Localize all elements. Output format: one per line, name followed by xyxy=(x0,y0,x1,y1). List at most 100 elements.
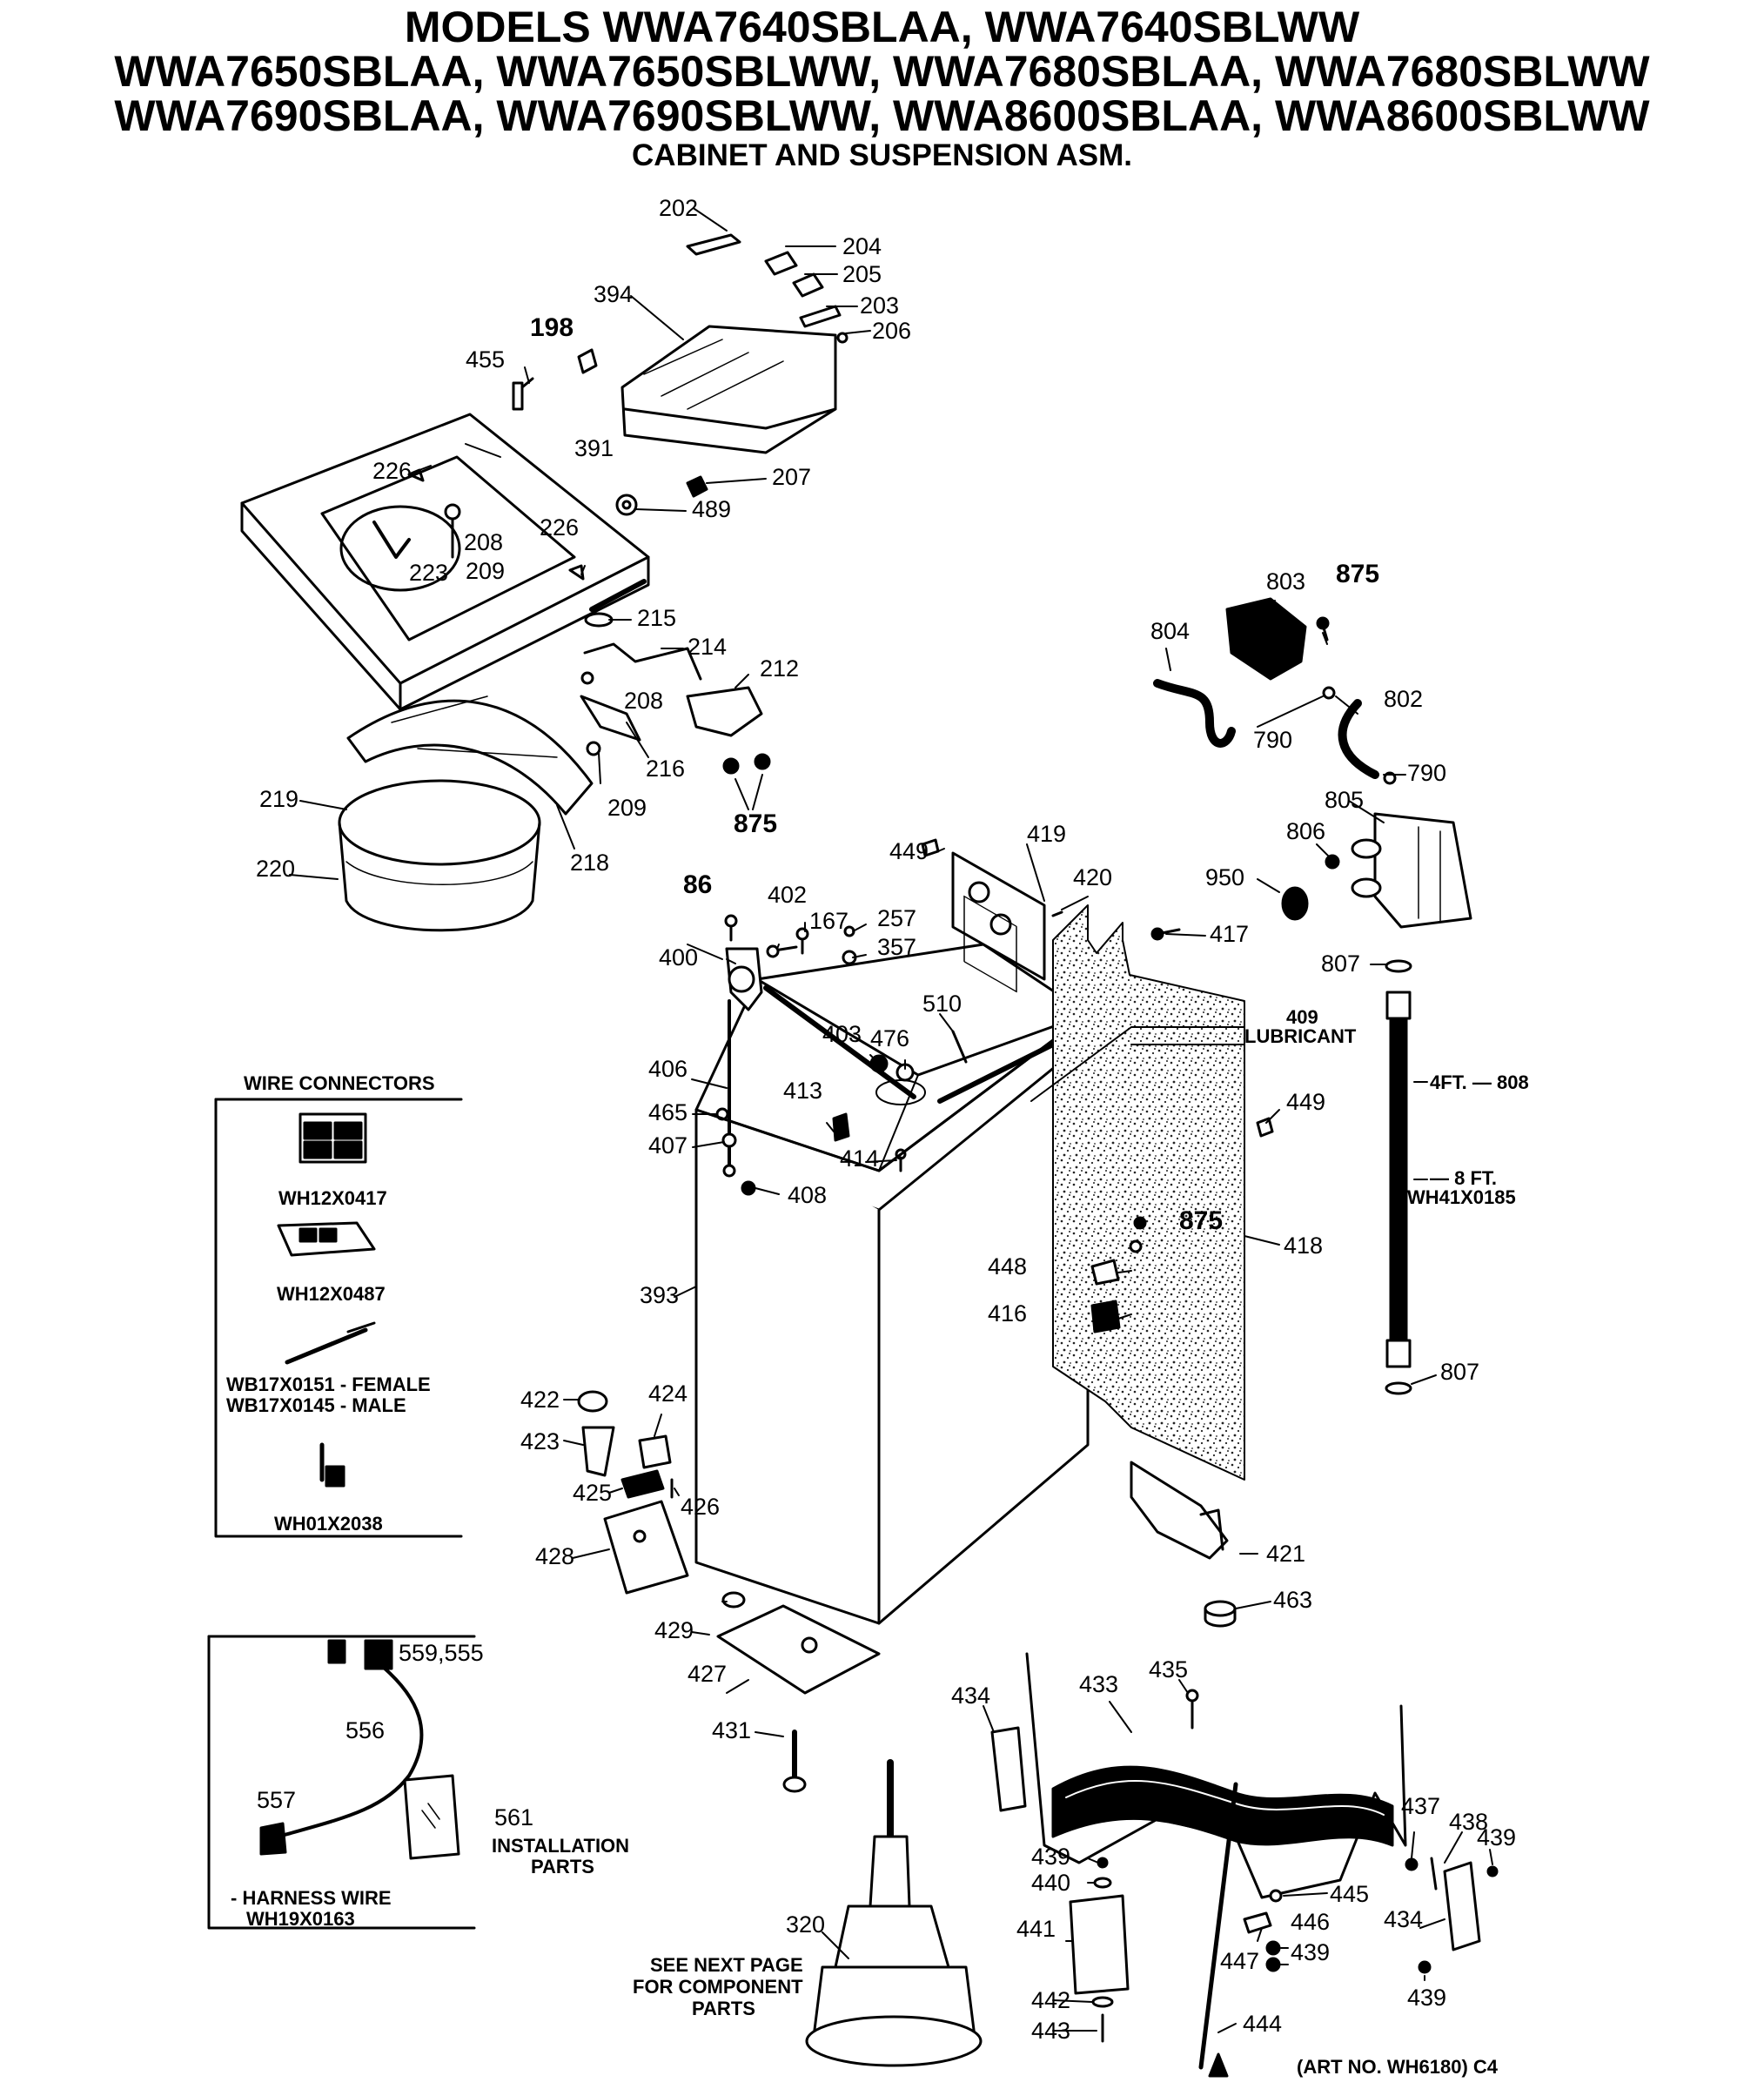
clip-198 xyxy=(577,348,598,374)
title-block: MODELS WWA7640SBLAA, WWA7640SBLWW WWA765… xyxy=(0,5,1764,171)
label-215: 215 xyxy=(637,605,677,631)
bracket-434b xyxy=(1443,1861,1481,1951)
wire-connectors-title: WIRE CONNECTORS xyxy=(244,1072,435,1094)
label-561: 561 xyxy=(494,1804,534,1830)
label-429: 429 xyxy=(654,1617,694,1643)
label-476: 476 xyxy=(870,1025,910,1051)
terminal-448 xyxy=(1090,1259,1120,1286)
harness-wire-label-2: WH19X0163 xyxy=(246,1908,355,1930)
connector-wb17x0145-label: WB17X0145 - MALE xyxy=(226,1394,406,1416)
see-next-line-1: SEE NEXT PAGE xyxy=(650,1954,803,1976)
label-431: 431 xyxy=(712,1717,752,1743)
cap-422 xyxy=(577,1390,608,1413)
bracket-455 xyxy=(512,377,534,411)
control-box-419 xyxy=(951,851,1046,993)
label-208b: 208 xyxy=(624,688,664,714)
label-408: 408 xyxy=(788,1182,828,1208)
leader-lines xyxy=(289,208,1493,2033)
label-559-555: 559,555 xyxy=(399,1640,484,1666)
label-437: 437 xyxy=(1401,1793,1441,1819)
connector-wh12x0417-icon xyxy=(298,1112,367,1164)
label-806: 806 xyxy=(1286,818,1326,844)
leader-409 xyxy=(1030,1026,1245,1102)
wire-214 xyxy=(583,642,702,681)
harness-box xyxy=(207,1635,476,1930)
label-403: 403 xyxy=(822,1021,862,1047)
bracket-423 xyxy=(581,1426,615,1477)
label-198: 198 xyxy=(530,313,574,342)
washer-465 xyxy=(715,1107,729,1121)
filter-950 xyxy=(1281,886,1309,921)
connector-wh01x2038-icon xyxy=(319,1442,345,1488)
label-167: 167 xyxy=(809,908,849,934)
tub-cover-218 xyxy=(346,695,594,816)
see-next-line-2: FOR COMPONENT xyxy=(633,1976,803,1998)
leveling-leg-421 xyxy=(1130,1461,1229,1560)
label-448: 448 xyxy=(988,1253,1028,1280)
label-8ft: — 8 FT. xyxy=(1430,1167,1498,1189)
ring-790b xyxy=(1383,771,1397,785)
label-439b: 439 xyxy=(1031,1844,1071,1870)
water-valve-805 xyxy=(1351,812,1472,929)
label-416: 416 xyxy=(988,1300,1028,1327)
art-number: (ART NO. WH6180) C4 xyxy=(1297,2056,1499,2078)
screws-208-209 xyxy=(444,503,461,559)
label-421: 421 xyxy=(1266,1541,1306,1567)
label-218: 218 xyxy=(570,850,610,876)
label-422: 422 xyxy=(520,1387,560,1413)
plate-427 xyxy=(716,1604,881,1695)
label-433: 433 xyxy=(1079,1671,1119,1697)
label-790a: 790 xyxy=(1253,727,1293,753)
bracket-216 xyxy=(580,695,641,742)
label-447: 447 xyxy=(1220,1948,1260,1974)
connector-wb17x0151-label: WB17X0151 - FEMALE xyxy=(226,1374,431,1395)
plate-428 xyxy=(603,1500,689,1595)
label-435: 435 xyxy=(1149,1656,1189,1683)
label-465: 465 xyxy=(648,1099,688,1125)
rod-510 xyxy=(951,1030,968,1064)
label-875a: 875 xyxy=(734,809,778,838)
label-424: 424 xyxy=(648,1380,688,1407)
label-204: 204 xyxy=(842,233,882,259)
label-419: 419 xyxy=(1027,821,1067,847)
label-428: 428 xyxy=(535,1543,575,1569)
bracket-434a xyxy=(990,1726,1027,1812)
label-400: 400 xyxy=(659,944,699,971)
label-220: 220 xyxy=(256,856,296,882)
label-556: 556 xyxy=(345,1717,386,1743)
screw-420 xyxy=(1051,910,1063,917)
label-206: 206 xyxy=(872,318,912,344)
label-426: 426 xyxy=(681,1494,721,1520)
pad-207 xyxy=(686,475,708,498)
label-212: 212 xyxy=(760,655,800,682)
label-257: 257 xyxy=(877,905,917,931)
label-446: 446 xyxy=(1291,1909,1331,1935)
connector-wh01x2038-label: WH01X2038 xyxy=(274,1513,383,1535)
label-223: 223 xyxy=(409,560,449,586)
part-445 xyxy=(1269,1889,1283,1903)
label-393: 393 xyxy=(640,1282,680,1308)
switch-212 xyxy=(686,686,763,737)
label-357: 357 xyxy=(877,934,917,960)
fill-hose-808 xyxy=(1385,959,1412,1395)
terminal-416 xyxy=(1090,1300,1121,1333)
label-557: 557 xyxy=(257,1787,297,1813)
screws-875 xyxy=(586,741,771,775)
label-441: 441 xyxy=(1016,1916,1056,1942)
label-391: 391 xyxy=(574,435,614,461)
label-320: 320 xyxy=(786,1911,826,1938)
part-447 xyxy=(1243,1911,1272,1934)
connector-wh12x0417-label: WH12X0417 xyxy=(278,1187,387,1209)
label-439c: 439 xyxy=(1291,1939,1331,1965)
screw-414-head xyxy=(895,1148,907,1160)
label-510: 510 xyxy=(922,991,962,1017)
see-next-line-3: PARTS xyxy=(692,1998,755,2019)
title-line-1: MODELS WWA7640SBLAA, WWA7640SBLWW xyxy=(404,3,1360,51)
installation-parts-bag-icon xyxy=(403,1774,460,1860)
tub-band-219-220 xyxy=(338,779,541,932)
label-803: 803 xyxy=(1266,568,1306,594)
label-807b: 807 xyxy=(1440,1359,1480,1385)
title-line-2: WWA7650SBLAA, WWA7650SBLWW, WWA7680SBLAA… xyxy=(114,47,1650,96)
wire-connectors-box xyxy=(214,1098,463,1538)
